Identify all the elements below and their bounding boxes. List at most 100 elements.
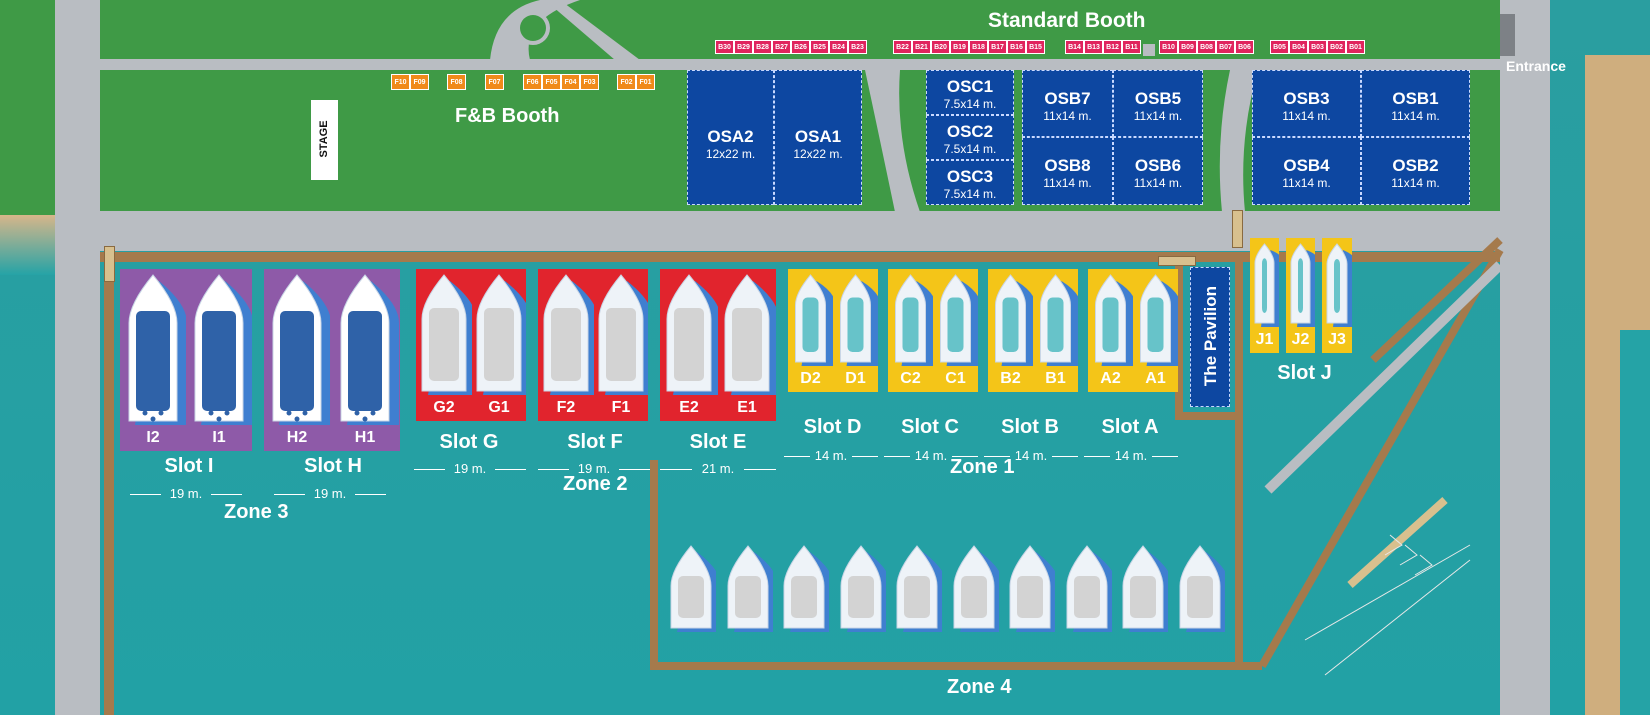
boat-marker[interactable] bbox=[836, 540, 886, 658]
boat-marker[interactable] bbox=[666, 540, 716, 658]
berth-b2[interactable]: B2 bbox=[988, 269, 1033, 392]
booth-b11[interactable]: B11 bbox=[1122, 40, 1141, 54]
booth-b18[interactable]: B18 bbox=[969, 40, 988, 54]
fnb-booth-f04[interactable]: F04 bbox=[561, 74, 580, 90]
berth-a2[interactable]: A2 bbox=[1088, 269, 1133, 392]
slot-name-5: Slot E bbox=[689, 431, 747, 453]
booth-b28[interactable]: B28 bbox=[753, 40, 772, 54]
booth-b30[interactable]: B30 bbox=[715, 40, 734, 54]
boat-marker[interactable] bbox=[1005, 540, 1055, 658]
fnb-booth-f02[interactable]: F02 bbox=[617, 74, 636, 90]
berth-c2[interactable]: C2 bbox=[888, 269, 933, 392]
booth-b12[interactable]: B12 bbox=[1103, 40, 1122, 54]
berth-i2[interactable]: I2 bbox=[120, 269, 186, 451]
yacht-icon bbox=[1322, 238, 1352, 353]
booth-b15[interactable]: B15 bbox=[1026, 40, 1045, 54]
boat-marker[interactable] bbox=[723, 540, 773, 658]
fnb-booth-f01[interactable]: F01 bbox=[636, 74, 655, 90]
yacht-icon bbox=[538, 269, 594, 421]
booth-b04[interactable]: B04 bbox=[1289, 40, 1308, 54]
boat-marker[interactable] bbox=[779, 540, 829, 658]
booth-b07[interactable]: B07 bbox=[1216, 40, 1235, 54]
slot-name-1: Slot I bbox=[164, 455, 214, 477]
booth-b27[interactable]: B27 bbox=[772, 40, 791, 54]
fnb-booth-f07[interactable]: F07 bbox=[485, 74, 504, 90]
yacht-icon bbox=[1250, 238, 1279, 353]
measure-line-left bbox=[538, 469, 570, 470]
berth-c1[interactable]: C1 bbox=[933, 269, 978, 392]
berth-e2[interactable]: E2 bbox=[660, 269, 718, 421]
berth-j2[interactable]: J2 bbox=[1286, 238, 1315, 353]
fnb-booth-f03[interactable]: F03 bbox=[580, 74, 599, 90]
berth-d2[interactable]: D2 bbox=[788, 269, 833, 392]
booth-b13[interactable]: B13 bbox=[1084, 40, 1103, 54]
booth-b08[interactable]: B08 bbox=[1197, 40, 1216, 54]
berth-g1[interactable]: G1 bbox=[472, 269, 526, 421]
outdoor-space-name: OSB5 bbox=[1134, 89, 1182, 108]
zone-2-label: Zone 2 bbox=[563, 473, 628, 495]
outdoor-space-name: OSC2 bbox=[946, 122, 994, 141]
booth-b24[interactable]: B24 bbox=[829, 40, 848, 54]
berth-j1[interactable]: J1 bbox=[1250, 238, 1279, 353]
outdoor-space-dimensions: 7.5x14 m. bbox=[943, 97, 997, 111]
booth-b05[interactable]: B05 bbox=[1270, 40, 1289, 54]
berth-h2[interactable]: H2 bbox=[264, 269, 330, 451]
berth-g2[interactable]: G2 bbox=[416, 269, 472, 421]
booth-b03[interactable]: B03 bbox=[1308, 40, 1327, 54]
booth-b22[interactable]: B22 bbox=[893, 40, 912, 54]
berth-f2[interactable]: F2 bbox=[538, 269, 594, 421]
outdoor-space-dimensions: 11x14 m. bbox=[1282, 176, 1331, 190]
yacht-icon bbox=[1088, 269, 1133, 392]
booth-b19[interactable]: B19 bbox=[950, 40, 969, 54]
booth-b09[interactable]: B09 bbox=[1178, 40, 1197, 54]
fnb-booth-f09[interactable]: F09 bbox=[410, 74, 429, 90]
fnb-booth-f05[interactable]: F05 bbox=[542, 74, 561, 90]
fnb-booth-f08[interactable]: F08 bbox=[447, 74, 466, 90]
fnb-booth-f10[interactable]: F10 bbox=[391, 74, 410, 90]
boat-marker[interactable] bbox=[892, 540, 942, 658]
boat-marker[interactable] bbox=[1118, 540, 1168, 658]
berth-f1[interactable]: F1 bbox=[594, 269, 648, 421]
boat-marker[interactable] bbox=[1175, 540, 1225, 658]
berth-h1[interactable]: H1 bbox=[330, 269, 400, 451]
booth-b10[interactable]: B10 bbox=[1159, 40, 1178, 54]
booth-b23[interactable]: B23 bbox=[848, 40, 867, 54]
boat-marker[interactable] bbox=[1062, 540, 1112, 658]
the-pavilion[interactable]: The Pavilion bbox=[1190, 267, 1230, 407]
booth-b29[interactable]: B29 bbox=[734, 40, 753, 54]
berth-d1[interactable]: D1 bbox=[833, 269, 878, 392]
booth-b01[interactable]: B01 bbox=[1346, 40, 1365, 54]
booth-b14[interactable]: B14 bbox=[1065, 40, 1084, 54]
booth-b16[interactable]: B16 bbox=[1007, 40, 1026, 54]
booth-b25[interactable]: B25 bbox=[810, 40, 829, 54]
berth-j3[interactable]: J3 bbox=[1322, 238, 1352, 353]
booth-b02[interactable]: B02 bbox=[1327, 40, 1346, 54]
booth-b26[interactable]: B26 bbox=[791, 40, 810, 54]
fnb-booth-f06[interactable]: F06 bbox=[523, 74, 542, 90]
outdoor-space-name: OSA2 bbox=[707, 127, 754, 146]
berth-e1[interactable]: E1 bbox=[718, 269, 776, 421]
booth-b21[interactable]: B21 bbox=[912, 40, 931, 54]
berth-i1[interactable]: I1 bbox=[186, 269, 252, 451]
booth-b20[interactable]: B20 bbox=[931, 40, 950, 54]
boat-marker[interactable] bbox=[949, 540, 999, 658]
berth-b1[interactable]: B1 bbox=[1033, 269, 1078, 392]
booth-b06[interactable]: B06 bbox=[1235, 40, 1254, 54]
slot-name-2: Slot H bbox=[304, 455, 362, 477]
berth-a1[interactable]: A1 bbox=[1133, 269, 1178, 392]
booth-b17[interactable]: B17 bbox=[988, 40, 1007, 54]
